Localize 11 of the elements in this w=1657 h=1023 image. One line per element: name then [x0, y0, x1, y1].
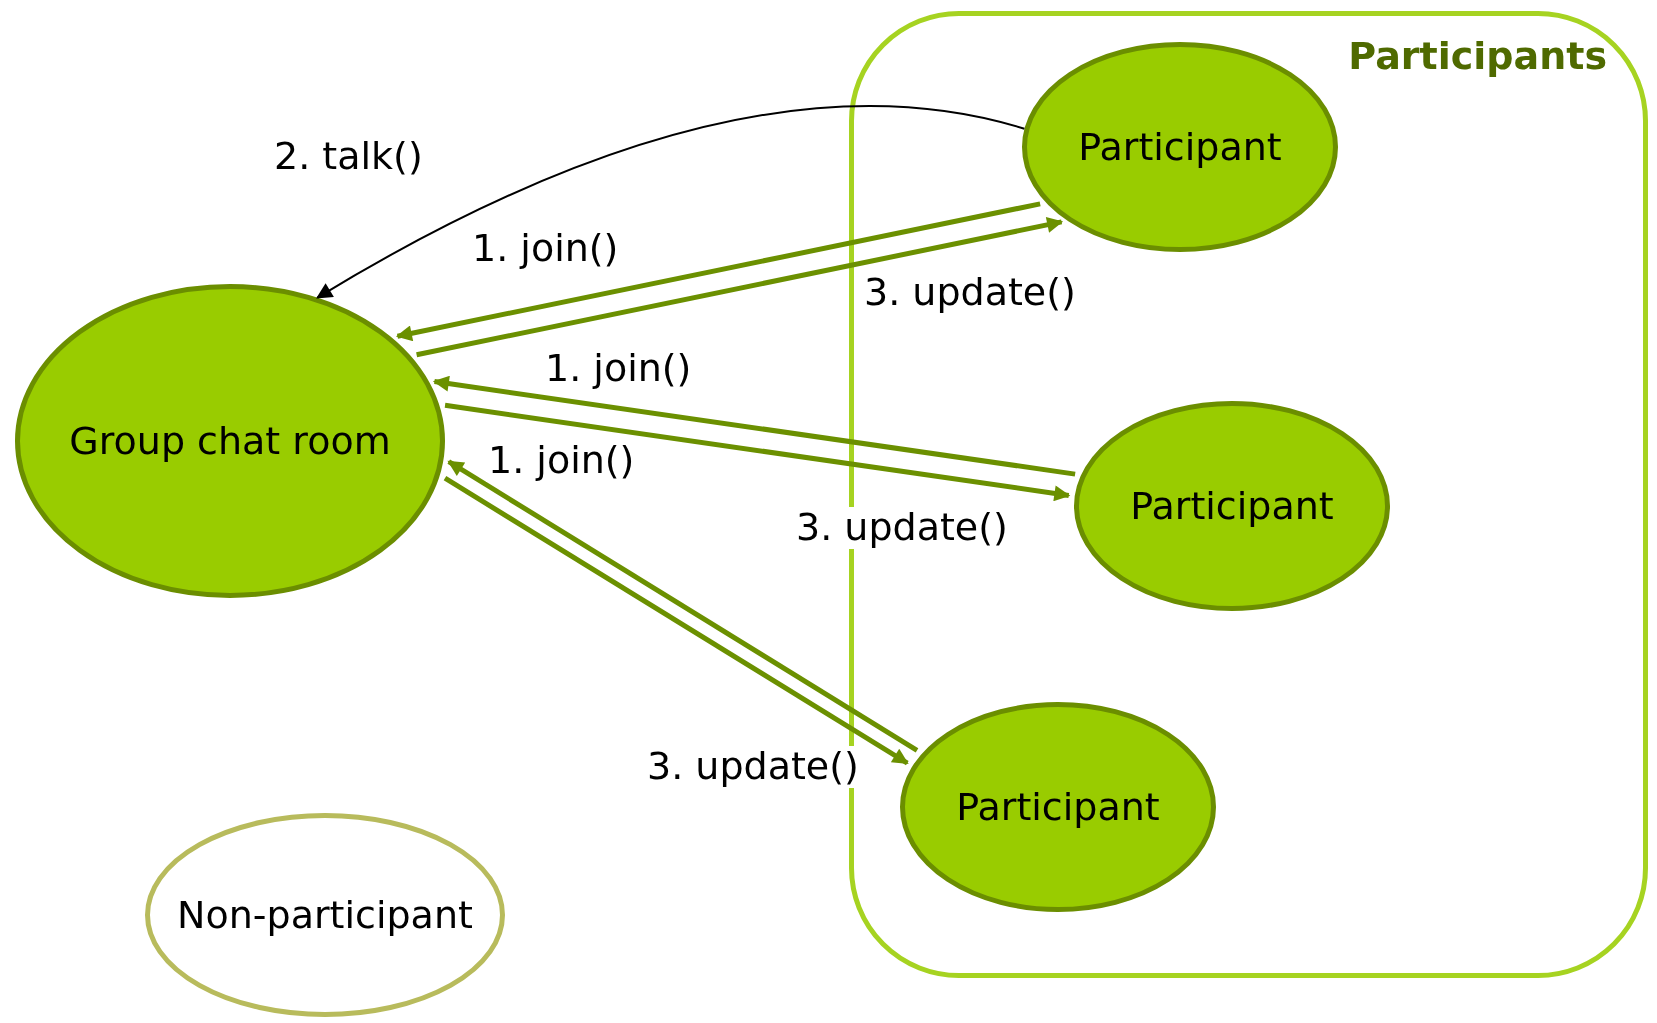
- node-label: Participant: [955, 785, 1161, 829]
- node-label: Participant: [1077, 125, 1283, 169]
- node-label: Participant: [1129, 484, 1335, 528]
- arrow: [432, 375, 1076, 477]
- arrow: [316, 105, 1026, 299]
- node-label: Non-participant: [176, 893, 474, 937]
- group-title: Participants: [1348, 34, 1607, 78]
- arrow: [444, 402, 1071, 502]
- arrow: [416, 216, 1064, 358]
- arrow: [395, 201, 1041, 342]
- node-label: Group chat room: [68, 419, 392, 463]
